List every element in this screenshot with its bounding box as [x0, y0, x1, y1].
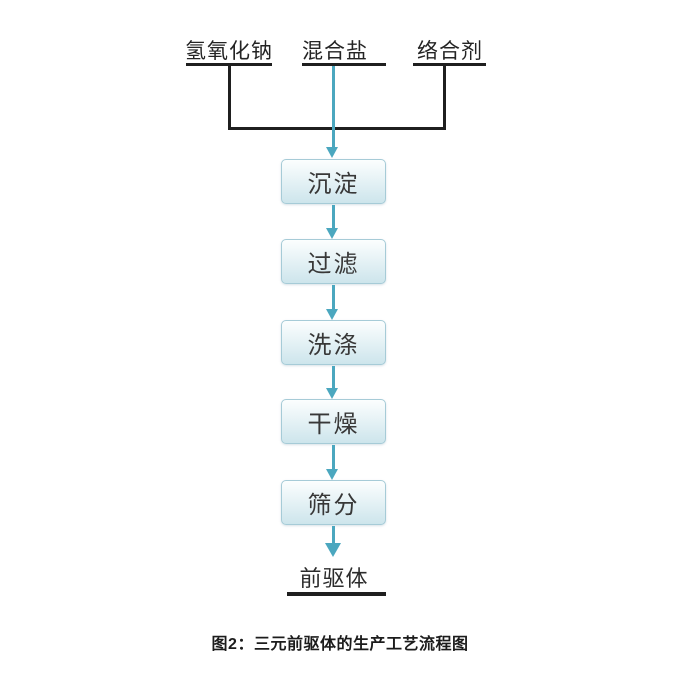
feed-arrow-stem [332, 66, 335, 147]
flow-arrow-stem [332, 205, 335, 229]
output-label-precursor: 前驱体 [299, 566, 369, 591]
flow-arrow-head-icon [326, 309, 338, 320]
flow-arrow-stem [332, 366, 335, 389]
step-box-precipitation: 沉淀 [281, 159, 386, 204]
figure-caption: 图2：三元前驱体的生产工艺流程图 [211, 636, 469, 653]
input-label-mixed-salt: 混合盐 [302, 40, 368, 63]
step-label: 洗涤 [307, 332, 360, 359]
input-underline-middle [302, 63, 386, 66]
flow-arrow-stem [332, 445, 335, 470]
connector-line-right [443, 63, 446, 130]
input-label-complexing-agent: 络合剂 [417, 40, 483, 63]
step-box-sieving: 筛分 [281, 480, 386, 525]
output-arrow-stem [332, 526, 335, 544]
connector-line-bottom [228, 127, 446, 130]
flow-arrow-head-icon [326, 469, 338, 480]
step-label: 筛分 [307, 492, 360, 519]
output-underline [287, 592, 386, 596]
connector-line-left [228, 63, 231, 130]
step-box-washing: 洗涤 [281, 320, 386, 365]
step-box-filtration: 过滤 [281, 239, 386, 284]
step-label: 干燥 [307, 411, 360, 438]
input-underline-right [413, 63, 486, 66]
feed-arrow-head-icon [326, 147, 338, 158]
step-box-drying: 干燥 [281, 399, 386, 444]
step-label: 沉淀 [307, 171, 360, 198]
step-label: 过滤 [307, 251, 360, 278]
flow-arrow-head-icon [326, 228, 338, 239]
flow-arrow-head-icon [326, 388, 338, 399]
input-label-sodium-hydroxide: 氢氧化钠 [185, 40, 273, 63]
flow-arrow-stem [332, 285, 335, 310]
output-arrow-head-icon [325, 543, 341, 557]
